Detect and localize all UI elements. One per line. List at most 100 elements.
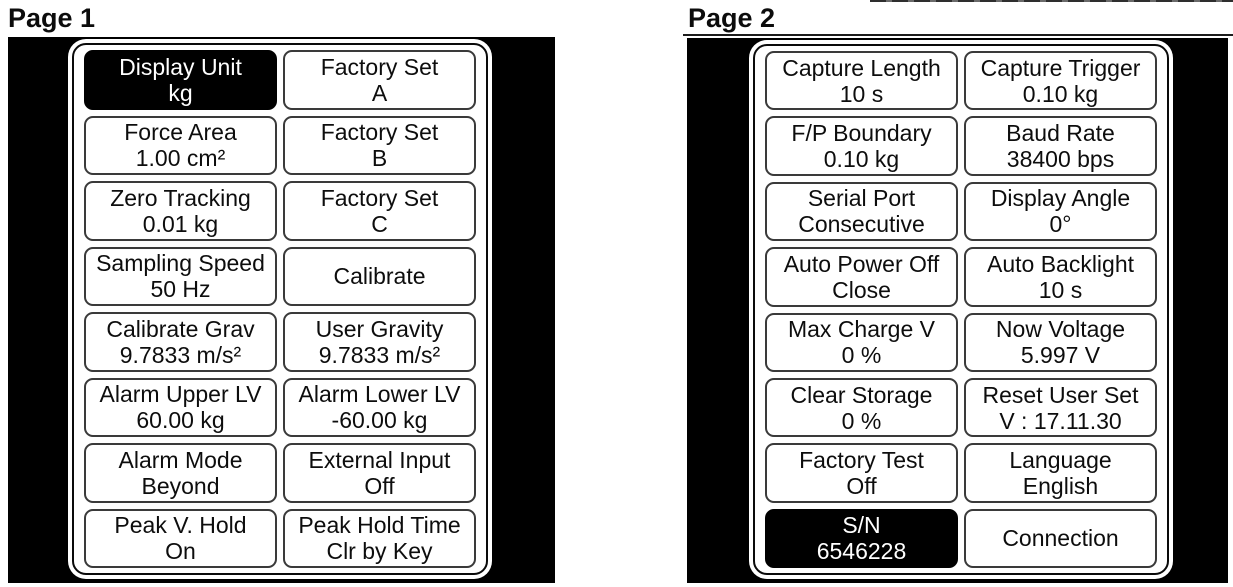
menu-button-connection[interactable]: Connection — [964, 508, 1157, 568]
menu-button-value: kg — [168, 79, 193, 106]
menu-button-factory-set[interactable]: Factory Set A — [283, 50, 476, 110]
menu-button-label: Factory Test — [799, 446, 924, 473]
menu-button-sampling-speed[interactable]: Sampling Speed 50 Hz — [84, 246, 277, 306]
menu-button-value: Clr by Key — [326, 538, 433, 565]
menu-button-label: Alarm Upper LV — [99, 381, 262, 408]
top-edge-line — [870, 0, 1233, 2]
menu-button-alarm-mode[interactable]: Alarm Mode Beyond — [84, 443, 277, 503]
menu-button-label: Auto Power Off — [783, 250, 940, 277]
menu-button-baud-rate[interactable]: Baud Rate 38400 bps — [964, 116, 1157, 176]
menu-button-label: S/N — [842, 512, 881, 539]
menu-button-label: Alarm Lower LV — [298, 381, 461, 408]
menu-button-clear-storage[interactable]: Clear Storage 0 % — [765, 377, 958, 438]
menu-panel-page1: Display Unit kg Factory Set A Force Area… — [72, 43, 488, 575]
menu-button-label: Alarm Mode — [118, 446, 243, 473]
menu-button-zero-tracking[interactable]: Zero Tracking 0.01 kg — [84, 181, 277, 241]
menu-button-value: Close — [832, 276, 891, 303]
menu-button-label: Calibrate — [333, 263, 426, 290]
menu-button-label: Serial Port — [807, 185, 916, 212]
menu-button-label: Language — [1009, 446, 1112, 473]
menu-button-factory-set[interactable]: Factory Set C — [283, 181, 476, 241]
menu-button-label: Reset User Set — [982, 381, 1139, 408]
menu-button-label: Now Voltage — [995, 316, 1126, 343]
menu-button-label: Auto Backlight — [986, 250, 1135, 277]
menu-button-value: 0.10 kg — [823, 146, 900, 173]
menu-button-value: 1.00 cm² — [135, 145, 226, 172]
menu-button-s-n[interactable]: S/N 6546228 — [765, 508, 958, 568]
menu-button-calibrate-grav[interactable]: Calibrate Grav 9.7833 m/s² — [84, 312, 277, 372]
menu-button-auto-backlight[interactable]: Auto Backlight 10 s — [964, 247, 1157, 307]
menu-button-value: 0° — [1049, 211, 1072, 238]
menu-button-alarm-upper-lv[interactable]: Alarm Upper LV 60.00 kg — [84, 377, 277, 437]
menu-button-value: English — [1022, 472, 1099, 499]
menu-button-external-input[interactable]: External Input Off — [283, 443, 476, 503]
menu-button-f-p-boundary[interactable]: F/P Boundary 0.10 kg — [765, 116, 958, 176]
menu-button-now-voltage[interactable]: Now Voltage 5.997 V — [964, 312, 1157, 372]
menu-button-value: On — [165, 538, 196, 565]
page1-title: Page 1 — [8, 3, 96, 33]
menu-button-value: Consecutive — [798, 211, 925, 238]
menu-button-reset-user-set[interactable]: Reset User Set V : 17.11.30 — [964, 377, 1157, 438]
menu-button-label: Factory Set — [320, 53, 439, 80]
menu-button-alarm-lower-lv[interactable]: Alarm Lower LV -60.00 kg — [283, 377, 476, 437]
menu-button-max-charge-v[interactable]: Max Charge V 0 % — [765, 312, 958, 372]
menu-button-value: A — [371, 79, 388, 106]
menu-button-value: -60.00 kg — [331, 407, 428, 434]
menu-button-label: Capture Length — [782, 54, 941, 81]
menu-button-factory-set[interactable]: Factory Set B — [283, 115, 476, 175]
menu-button-factory-test[interactable]: Factory Test Off — [765, 443, 958, 503]
menu-button-value: 60.00 kg — [136, 407, 225, 434]
menu-button-peak-hold-time[interactable]: Peak Hold Time Clr by Key — [283, 508, 476, 568]
menu-button-language[interactable]: Language English — [964, 443, 1157, 503]
menu-button-capture-length[interactable]: Capture Length 10 s — [765, 51, 958, 111]
device-screen-page2: Capture Length 10 s Capture Trigger 0.10… — [687, 38, 1228, 583]
menu-button-value: 9.7833 m/s² — [318, 341, 441, 368]
menu-button-value: 0 % — [841, 407, 882, 434]
menu-button-value: V : 17.11.30 — [999, 407, 1122, 434]
menu-button-value: 50 Hz — [150, 276, 211, 303]
menu-panel-page2: Capture Length 10 s Capture Trigger 0.10… — [753, 44, 1169, 575]
menu-button-peak-v-hold[interactable]: Peak V. Hold On — [84, 508, 277, 568]
menu-button-value: 0.10 kg — [1022, 80, 1099, 107]
menu-button-label: Max Charge V — [787, 316, 935, 343]
menu-button-label: Zero Tracking — [110, 184, 251, 211]
menu-button-value: 10 s — [839, 80, 884, 107]
menu-button-label: Connection — [1002, 525, 1119, 552]
menu-button-label: Display Angle — [990, 185, 1131, 212]
menu-button-force-area[interactable]: Force Area 1.00 cm² — [84, 115, 277, 175]
page2-title: Page 2 — [688, 3, 776, 33]
menu-button-value: 10 s — [1038, 276, 1083, 303]
menu-button-label: Sampling Speed — [96, 250, 265, 277]
menu-button-label: F/P Boundary — [791, 120, 932, 147]
menu-button-label: Clear Storage — [790, 381, 933, 408]
menu-button-user-gravity[interactable]: User Gravity 9.7833 m/s² — [283, 312, 476, 372]
menu-button-display-angle[interactable]: Display Angle 0° — [964, 181, 1157, 242]
menu-button-value: 0.01 kg — [142, 210, 219, 237]
menu-button-value: Off — [364, 472, 395, 499]
menu-button-capture-trigger[interactable]: Capture Trigger 0.10 kg — [964, 51, 1157, 111]
menu-button-value: 9.7833 m/s² — [119, 341, 242, 368]
menu-button-value: 6546228 — [816, 538, 907, 565]
menu-button-label: Display Unit — [119, 53, 242, 80]
menu-button-serial-port[interactable]: Serial Port Consecutive — [765, 181, 958, 242]
menu-button-value: C — [371, 210, 388, 237]
menu-button-value: Beyond — [141, 472, 220, 499]
device-screen-page1: Display Unit kg Factory Set A Force Area… — [8, 37, 555, 583]
menu-button-label: Capture Trigger — [980, 54, 1141, 81]
menu-button-value: 5.997 V — [1020, 342, 1101, 369]
menu-button-label: Peak Hold Time — [298, 512, 461, 539]
menu-button-label: Calibrate Grav — [106, 315, 255, 342]
menu-button-label: User Gravity — [315, 315, 444, 342]
menu-button-label: Peak V. Hold — [114, 512, 247, 539]
menu-button-calibrate[interactable]: Calibrate — [283, 246, 476, 306]
menu-button-value: 38400 bps — [1006, 146, 1115, 173]
menu-button-label: Force Area — [124, 119, 237, 146]
page2-title-underline — [683, 34, 1233, 36]
menu-button-label: Factory Set — [320, 184, 439, 211]
menu-button-value: Off — [846, 472, 877, 499]
menu-button-auto-power-off[interactable]: Auto Power Off Close — [765, 247, 958, 307]
menu-button-label: Baud Rate — [1006, 120, 1115, 147]
menu-button-label: External Input — [308, 446, 451, 473]
menu-button-display-unit[interactable]: Display Unit kg — [84, 50, 277, 110]
